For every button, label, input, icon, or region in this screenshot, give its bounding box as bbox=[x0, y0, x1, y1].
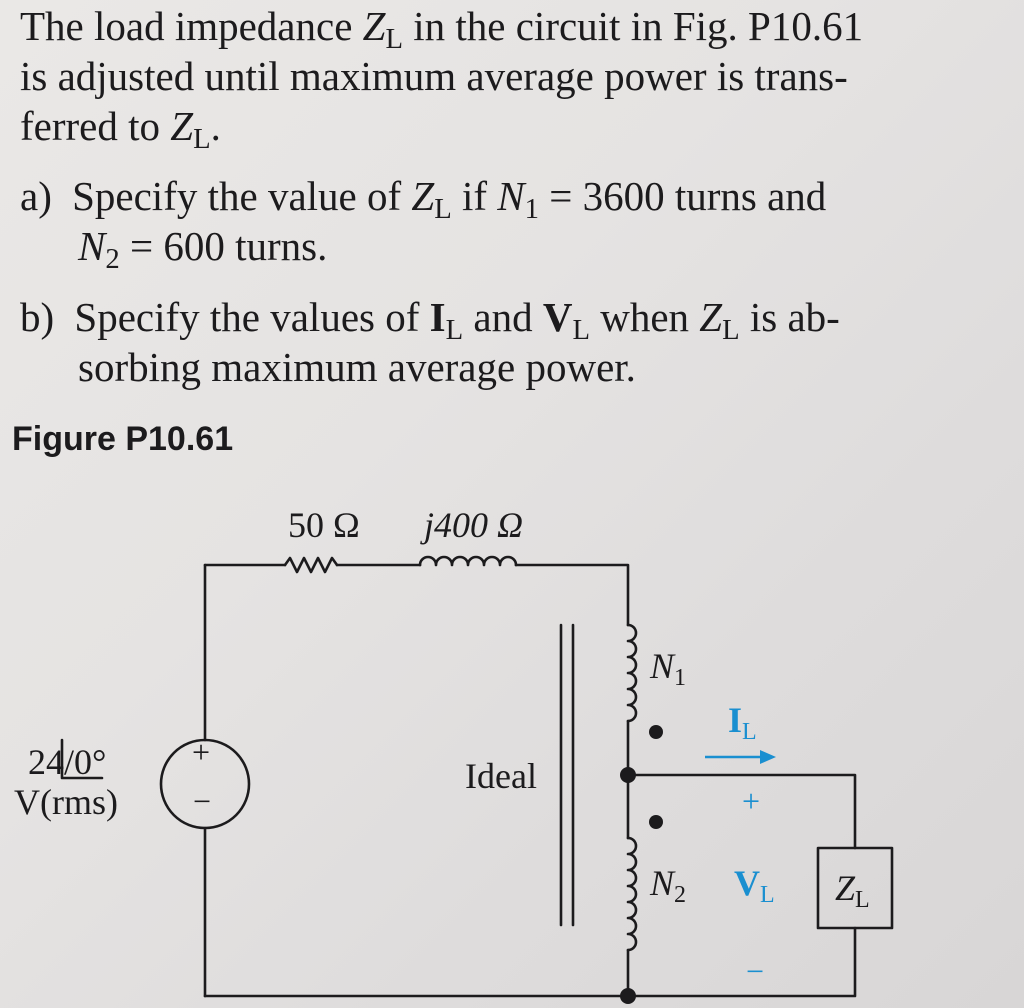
part-b-text: Specify the values of bbox=[74, 294, 420, 340]
polarity-dot-n2 bbox=[649, 815, 663, 829]
intro-text: The load impedance bbox=[20, 3, 353, 49]
load-impedance-symbol: ZL bbox=[699, 294, 740, 347]
resistor-symbol bbox=[283, 556, 339, 574]
part-a-line-2: N2 = 600 turns. bbox=[78, 222, 327, 283]
figure-title: Figure P10.61 bbox=[12, 420, 234, 458]
part-b-text-2: sorbing maximum average power. bbox=[78, 344, 636, 390]
n1-label: N1 bbox=[649, 646, 686, 691]
load-label: ZL bbox=[835, 868, 870, 913]
voltage-source-symbol bbox=[159, 738, 251, 830]
current-arrow-head bbox=[760, 750, 776, 764]
inductor-symbol bbox=[418, 555, 518, 567]
resistor-label: 50 Ω bbox=[288, 505, 360, 545]
load-box bbox=[816, 846, 894, 930]
problem-intro-line-2: is adjusted until maximum average power … bbox=[20, 52, 848, 100]
load-impedance-symbol: ZL bbox=[362, 3, 403, 56]
part-b-line-1: b) Specify the values of IL and VL when … bbox=[20, 293, 840, 354]
problem-intro-line-3: ferred to ZL. bbox=[20, 103, 221, 156]
voltage-plus: + bbox=[742, 783, 760, 819]
voltage-symbol: VL bbox=[542, 294, 590, 347]
n1-symbol: N1 bbox=[497, 173, 539, 226]
part-a-line-1: a) Specify the value of ZL if N1 = 3600 … bbox=[20, 172, 826, 233]
source-minus: − bbox=[193, 783, 211, 819]
source-unit: V(rms) bbox=[14, 782, 118, 822]
intro-text-end: in the circuit in Fig. P10.61 bbox=[413, 3, 864, 49]
junction-node-bottom bbox=[620, 988, 636, 1004]
part-b-end: is ab- bbox=[749, 294, 840, 340]
part-b-and: and bbox=[473, 294, 533, 340]
wire-load-bottom bbox=[626, 926, 857, 998]
intro-text-3: ferred to bbox=[20, 103, 160, 149]
inductor-label: j400 Ω bbox=[420, 505, 523, 545]
current-label: IL bbox=[728, 700, 757, 745]
n2-label: N2 bbox=[649, 863, 686, 908]
problem-intro-line-1: The load impedance ZL in the circuit in … bbox=[20, 2, 863, 63]
part-a-if: if bbox=[461, 173, 488, 219]
voltage-label: VL bbox=[734, 863, 775, 908]
wire-load-top bbox=[626, 773, 857, 850]
transformer-label: Ideal bbox=[465, 756, 537, 796]
part-b-line-2: sorbing maximum average power. bbox=[78, 343, 636, 391]
coil-n1 bbox=[626, 623, 638, 723]
angle-symbol bbox=[60, 738, 104, 780]
part-b-when: when bbox=[600, 294, 690, 340]
part-a-n2-value: = 600 turns. bbox=[129, 223, 328, 269]
junction-node-top bbox=[620, 767, 636, 783]
voltage-minus: − bbox=[746, 953, 764, 989]
n2-symbol: N2 bbox=[78, 223, 120, 276]
part-a-n1-value: = 3600 turns and bbox=[549, 173, 827, 219]
part-a-label: a) bbox=[20, 173, 52, 219]
coil-n2 bbox=[626, 836, 638, 952]
part-a-text: Specify the value of bbox=[72, 173, 402, 219]
load-impedance-symbol: ZL bbox=[411, 173, 452, 226]
source-plus: + bbox=[192, 734, 210, 770]
source-value: 24/0° bbox=[28, 742, 106, 782]
current-symbol: IL bbox=[429, 294, 464, 347]
load-impedance-symbol: ZL bbox=[170, 103, 211, 156]
part-b-label: b) bbox=[20, 294, 55, 340]
wire-top-right bbox=[514, 563, 630, 627]
intro-text-2: is adjusted until maximum average power … bbox=[20, 53, 848, 99]
polarity-dot-n1 bbox=[649, 725, 663, 739]
